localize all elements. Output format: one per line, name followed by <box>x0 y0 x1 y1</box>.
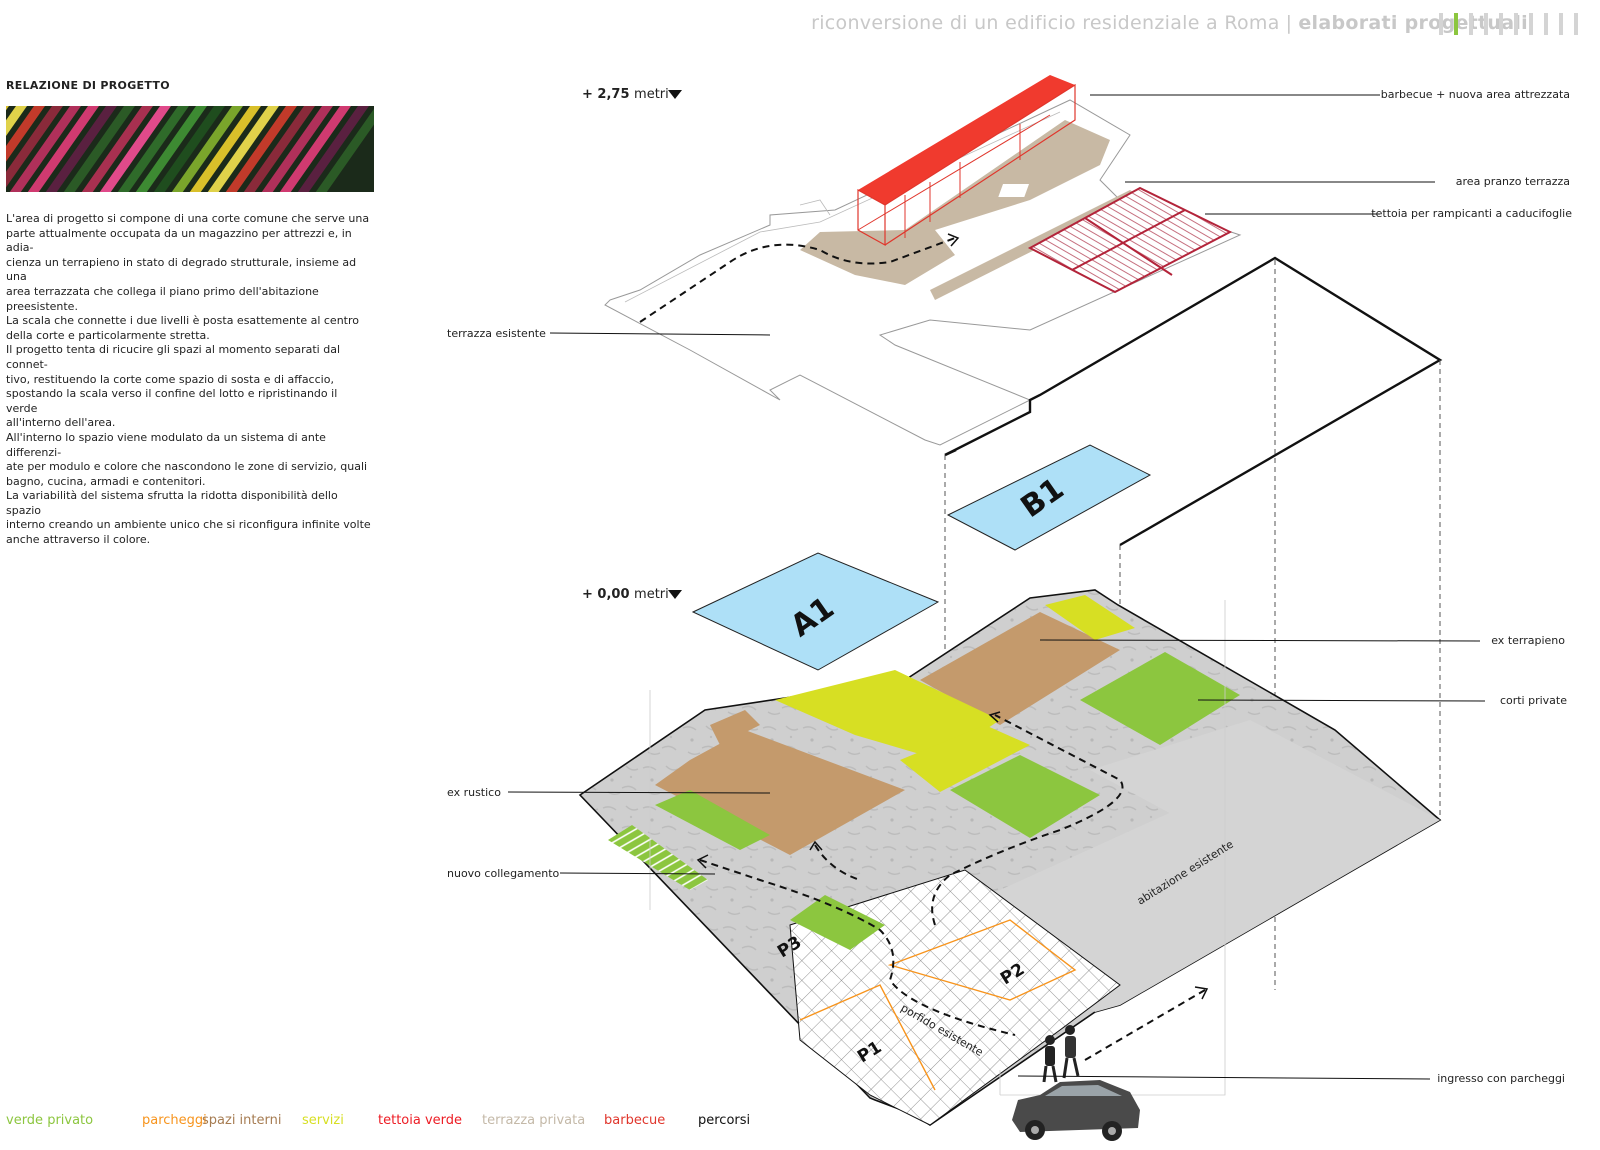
page-tick <box>1469 13 1473 35</box>
project-title: riconversione di un edificio residenzial… <box>811 12 1280 34</box>
car-image <box>1012 1080 1140 1141</box>
relazione-text: L'area di progetto si compone di una cor… <box>6 212 372 548</box>
page-tick <box>1574 13 1578 35</box>
ground-arrow-heads <box>696 711 1001 869</box>
page-tick <box>1514 13 1518 35</box>
callout-ingresso: ingresso con parcheggi <box>1437 1072 1565 1085</box>
legend-item: tettoia verde <box>378 1113 463 1128</box>
page-tick <box>1559 13 1563 35</box>
legend-item: servizi <box>302 1113 344 1128</box>
relazione-line: spostando la scala verso il confine del … <box>6 387 338 415</box>
relazione-line: Il progetto tenta di ricucire gli spazi … <box>6 343 341 371</box>
page-tick <box>1499 13 1503 35</box>
verde-privato-strip <box>655 790 770 850</box>
relazione-line: bagno, cucina, armadi e contenitori. <box>6 474 206 488</box>
level-upper-unit: metri <box>634 87 669 102</box>
terrace-dining-area <box>800 120 1110 285</box>
relazione-line: interno creando un ambiente unico che si… <box>6 518 371 532</box>
terrace-arrow-head <box>947 233 960 247</box>
callout-corti: corti private <box>1500 694 1567 707</box>
ingresso-arrow-head <box>1194 986 1209 1000</box>
servizi-strip-1 <box>775 670 1000 760</box>
callout-terrazza: terrazza esistente <box>447 327 546 340</box>
verde-privato-p3 <box>790 895 885 950</box>
relazione-line: All'interno lo spazio viene modulato da … <box>6 430 326 459</box>
callout-area-pranzo: area pranzo terrazza <box>1456 175 1570 188</box>
callouts <box>507 94 1486 1080</box>
level-upper: + 2,75 metri <box>582 87 669 102</box>
relazione-title: RELAZIONE DI PROGETTO <box>6 79 170 92</box>
barbecue-structure <box>857 75 1076 247</box>
level-lower-value: + 0,00 <box>582 587 630 602</box>
tulip-field-photo <box>6 106 374 192</box>
page-tick <box>1544 13 1548 35</box>
relazione-line: area terrazzata che collega il piano pri… <box>6 284 319 313</box>
legend-item: spazi interni <box>202 1113 282 1128</box>
relazione-line: anche attraverso il colore. <box>6 533 151 547</box>
relazione-line: cienza un terrapieno in stato di degrado… <box>6 255 357 284</box>
level-lower-unit: metri <box>634 587 669 602</box>
callout-ex-rustico: ex rustico <box>447 786 501 799</box>
header-separator: | <box>1285 12 1293 34</box>
volume-b1: B1 <box>946 444 1152 551</box>
relazione-line: L'area di progetto si compone di una cor… <box>6 212 370 225</box>
relazione-line: La variabilità del sistema sfrutta la ri… <box>6 489 338 517</box>
page-tick <box>1484 13 1488 35</box>
relazione-line: della corte e particolarmente stretta. <box>6 328 210 342</box>
legend-item: percorsi <box>698 1113 751 1128</box>
upper-terrace-level <box>604 75 1242 446</box>
legend-item: parcheggi <box>142 1113 207 1128</box>
ground-level-plan: P3 P2 P1 abitazione esistente porfido es… <box>578 589 1442 1126</box>
corte-privata-2 <box>950 755 1100 838</box>
level-lower-marker <box>668 590 682 599</box>
callout-ex-terrapieno: ex terrapieno <box>1491 634 1565 647</box>
ex-rustico-volume <box>655 730 905 855</box>
terrace-skylight-1 <box>879 208 909 222</box>
callout-nuovo-collegamento: nuovo collegamento <box>447 867 560 880</box>
page-tick <box>1439 13 1443 35</box>
legend-item: verde privato <box>6 1113 94 1128</box>
relazione-line: ate per modulo e colore che nascondono l… <box>6 460 368 474</box>
servizi-strip-3 <box>1045 595 1135 640</box>
callout-barbecue: barbecue + nuova area attrezzata <box>1381 88 1570 101</box>
callout-tettoia: tettoia per rampicanti a caducifoglie <box>1371 207 1572 220</box>
ex-rustico-back <box>710 710 760 745</box>
servizi-strip-2 <box>900 725 1030 792</box>
volume-a1: A1 <box>691 552 940 671</box>
parking-outlines <box>799 919 1077 1091</box>
page-tick <box>1454 13 1458 35</box>
legend-item: terrazza privata <box>482 1113 586 1128</box>
legend-item: barbecue <box>604 1113 666 1128</box>
level-upper-marker <box>668 90 682 99</box>
relazione-line: all'interno dell'area. <box>6 416 116 430</box>
level-lower: + 0,00 metri <box>582 587 669 602</box>
ground-path <box>699 714 1124 1036</box>
pergola-canopy <box>1027 186 1233 294</box>
existing-house-upper-outline <box>944 256 1443 1000</box>
people-figures <box>1042 1025 1080 1083</box>
relazione-line: parte attualmente occupata da un magazzi… <box>6 226 352 255</box>
terrace-path-arrow <box>639 237 956 323</box>
relazione-line: La scala che connette i due livelli è po… <box>6 314 359 328</box>
abitazione-esistente-area-2 <box>1090 720 1440 870</box>
relazione-line: tivo, restituendo la corte come spazio d… <box>6 372 334 386</box>
corte-privata-1 <box>1080 652 1240 745</box>
level-upper-value: + 2,75 <box>582 87 630 102</box>
page-indicator <box>1439 13 1578 35</box>
terrace-skylight-2 <box>998 184 1030 197</box>
page-tick <box>1529 13 1533 35</box>
